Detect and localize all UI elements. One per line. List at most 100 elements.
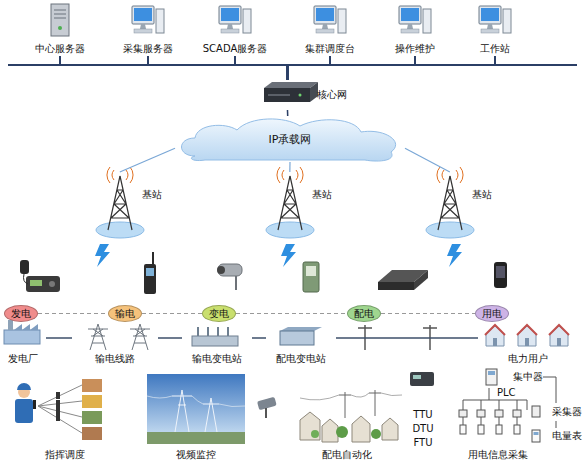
substation-icon	[192, 336, 238, 346]
concentrator-icon	[486, 369, 497, 385]
terminal-unit-icon	[413, 375, 421, 379]
collector-icon	[532, 406, 540, 417]
vehicle-radio	[24, 274, 29, 284]
village-grid	[322, 419, 338, 442]
meter-tree	[463, 417, 517, 425]
base-station-tower	[426, 167, 474, 238]
stage-oval: 发电	[4, 305, 38, 322]
server-node: 采集服务器	[109, 0, 187, 56]
connector	[148, 56, 288, 80]
node-label: 输电变电站	[192, 352, 242, 366]
connector	[336, 337, 478, 339]
handset-icon	[56, 407, 60, 414]
node-label: 配电自动化	[322, 448, 372, 462]
house-icon	[549, 325, 569, 346]
node-label: 采集服务器	[123, 42, 173, 56]
workstation-icon	[132, 6, 164, 33]
wireless-bolt	[281, 244, 296, 267]
power-plant-icon	[8, 320, 13, 330]
meter-tree	[460, 425, 466, 434]
video-photo	[147, 374, 245, 444]
wireless-router	[378, 282, 414, 290]
workstation-icon	[479, 6, 511, 33]
connector	[287, 110, 289, 116]
connector	[288, 56, 331, 80]
house-icon	[485, 325, 505, 346]
village-grid	[352, 416, 370, 442]
stage-oval: 变电	[202, 305, 236, 322]
base-station-tower	[96, 167, 144, 238]
meter-tree	[514, 425, 520, 434]
data-terminal	[303, 262, 319, 292]
meter-tree	[496, 425, 502, 434]
connector	[252, 337, 266, 339]
distribution-substation-icon	[280, 327, 322, 345]
connector	[381, 313, 475, 314]
concentrator-icon	[488, 371, 495, 375]
core-router	[268, 95, 290, 96]
collector: 采集器	[530, 403, 582, 421]
server-tower	[51, 4, 69, 36]
stage-oval: 配电	[347, 305, 381, 322]
collector-icon	[532, 406, 540, 417]
server-node: 中心服务器	[21, 0, 99, 56]
node-label: 核心网	[317, 88, 347, 102]
node-label: 输电	[115, 307, 135, 321]
meter-icon	[532, 430, 540, 442]
connector	[38, 313, 108, 314]
dispatch-command: 指挥调度	[5, 370, 125, 462]
video-photo	[147, 432, 245, 444]
node-label: 基站	[472, 188, 492, 202]
video-monitoring: 视频监控	[145, 372, 247, 462]
stage-oval: 用电	[475, 305, 509, 322]
meter-tree	[463, 388, 527, 410]
video-photo	[147, 396, 245, 407]
dispatch-link	[38, 406, 82, 433]
server-node: 操作维护	[376, 0, 454, 56]
substation-icon	[198, 327, 228, 336]
camera-icon	[217, 266, 225, 274]
vehicle-radio	[20, 260, 29, 274]
node-label: 电量表	[552, 429, 582, 443]
transmission-tower	[130, 324, 150, 350]
field-photo	[82, 395, 102, 408]
node-label: 基站	[312, 188, 332, 202]
core-network: 核心网	[262, 80, 347, 110]
connector	[60, 56, 288, 80]
core-router	[264, 88, 310, 102]
workstation-icon	[399, 6, 431, 33]
meter-tree	[459, 410, 467, 417]
base-station: 基站	[430, 172, 492, 242]
house-icon	[517, 325, 537, 346]
connector	[288, 56, 496, 80]
connector	[556, 421, 557, 428]
meter-tree	[478, 425, 484, 434]
power-plant: 发电厂	[0, 323, 46, 366]
connector	[288, 56, 416, 80]
node-label: 电力用户	[508, 352, 548, 366]
camera-icon	[218, 264, 242, 276]
handheld-radio	[144, 264, 156, 294]
node-label: 集群调度台	[305, 42, 355, 56]
connector-group	[38, 56, 556, 428]
base-station-tower	[96, 167, 474, 238]
meter-tree	[477, 410, 485, 417]
connector	[235, 56, 288, 80]
handset-icon	[56, 400, 60, 407]
distribution-substation-icon	[280, 327, 322, 331]
server-node: SCADA服务器	[196, 0, 274, 56]
data-terminal	[303, 262, 319, 292]
transmission-tower	[88, 324, 150, 350]
base-station-tower	[266, 167, 314, 238]
connector	[158, 337, 182, 339]
mobile-phone	[494, 262, 507, 288]
power-plant-icon	[4, 320, 40, 344]
connector	[46, 337, 72, 339]
node-label: 采集器	[552, 405, 582, 419]
handheld-radio	[152, 252, 154, 264]
meter-tree	[513, 410, 521, 417]
vehicle-radio	[30, 280, 42, 286]
camera-icon	[217, 264, 242, 290]
meter-icon	[534, 432, 539, 435]
node-label: IP承载网	[269, 132, 312, 147]
